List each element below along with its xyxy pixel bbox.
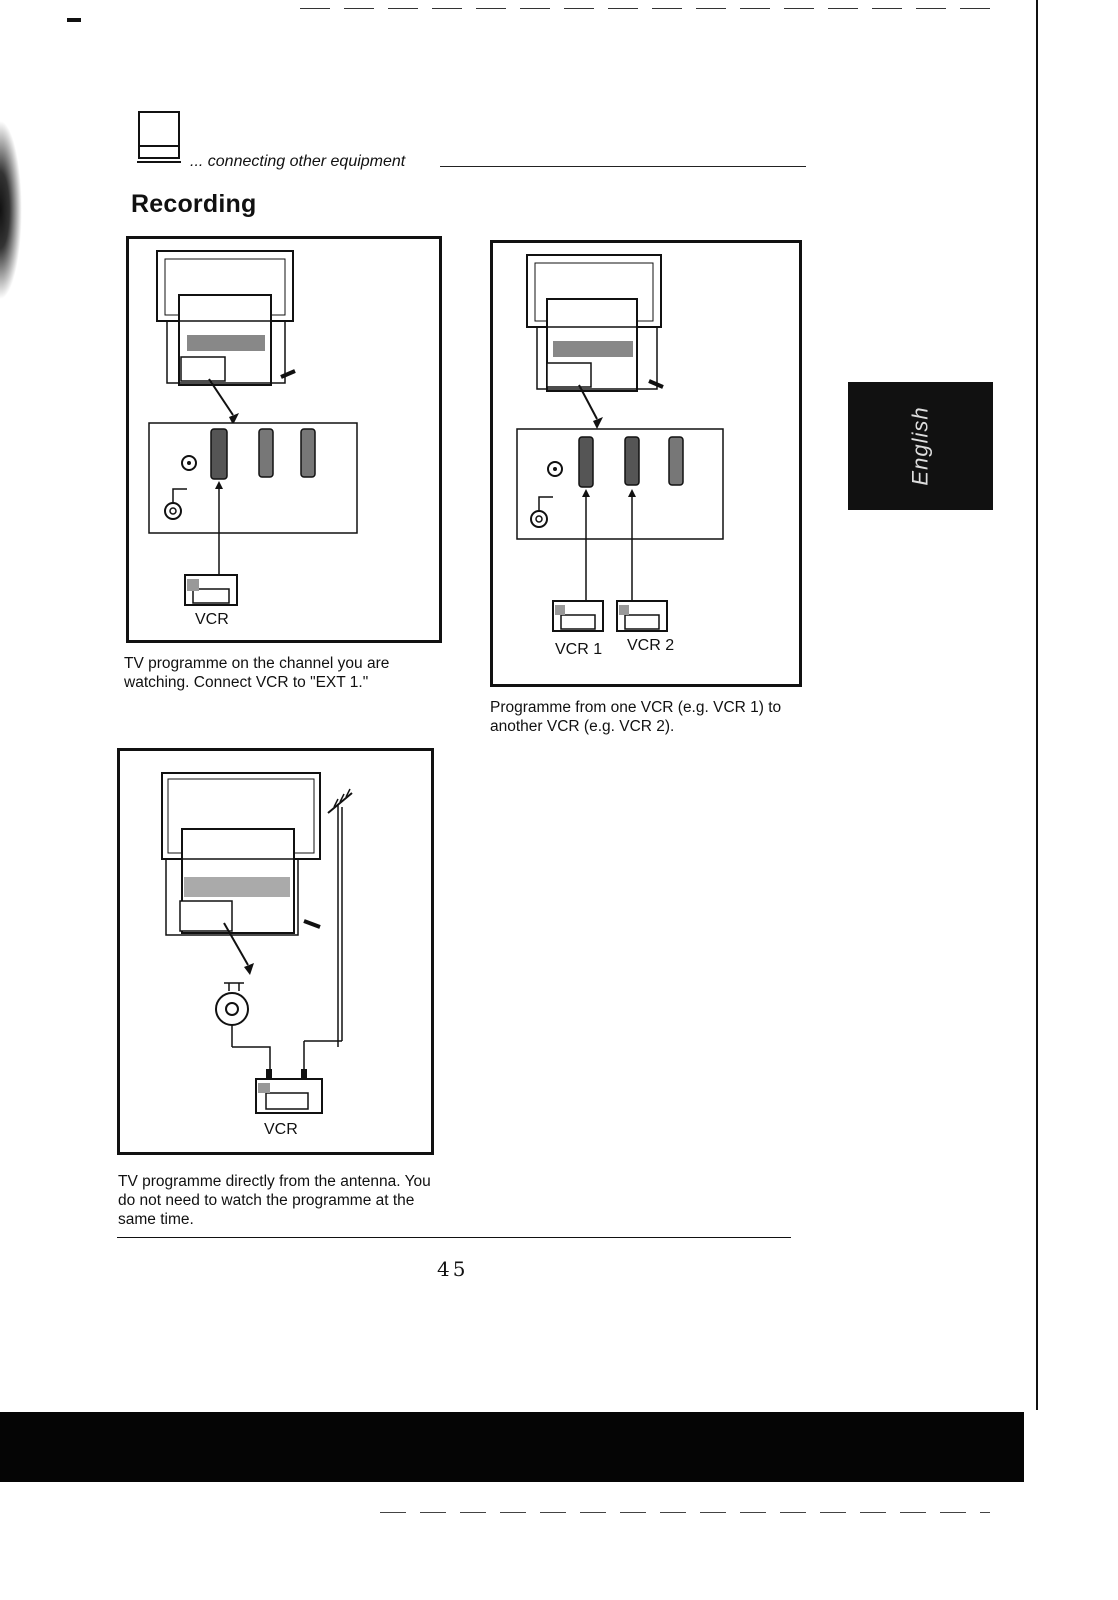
scan-mark-top	[67, 18, 81, 22]
vcr2-label: VCR 2	[627, 637, 675, 654]
scan-dash-bottom	[380, 1512, 990, 1513]
antenna-icon	[304, 788, 353, 1047]
footer-rule	[117, 1237, 791, 1238]
vcr-label: VCR	[195, 611, 229, 628]
diagram-ext1-art	[148, 250, 358, 606]
vcr1-label: VCR 1	[555, 641, 603, 658]
vcr-icon	[255, 1078, 323, 1114]
diagram-antenna-recording: VCR	[117, 748, 434, 1155]
language-tab-label: English	[907, 406, 933, 486]
diagram-vcr-to-vcr: VCR 1 VCR 2	[490, 240, 802, 687]
aerial-socket-icon	[215, 982, 271, 1071]
diagram-vcr-to-vcr-art	[516, 254, 724, 632]
scart-socket-icon	[210, 428, 316, 480]
vcr-icon	[616, 600, 668, 632]
tv-icon	[137, 110, 181, 164]
caption-vcr-to-vcr: Programme from one VCR (e.g. VCR 1) to a…	[490, 699, 782, 735]
diagram-antenna-art	[161, 772, 353, 1114]
scan-dash-top	[300, 8, 990, 9]
scan-smudge-left	[0, 120, 22, 300]
scan-edge-right	[1036, 0, 1038, 1410]
language-tab: English	[848, 382, 993, 510]
aerial-socket-icon	[530, 461, 563, 528]
page-title: Recording	[131, 190, 257, 218]
section-rule	[440, 166, 806, 167]
scart-socket-icon	[578, 436, 684, 488]
scan-bottom-band	[0, 1412, 1024, 1482]
page-number: 45	[437, 1257, 469, 1281]
aerial-socket-icon	[164, 455, 197, 520]
caption-antenna: TV programme directly from the antenna. …	[118, 1173, 431, 1228]
tv-rear-panel-icon	[156, 250, 296, 386]
diagram-ext1-connection: VCR	[126, 236, 442, 643]
vcr-label: VCR	[264, 1121, 298, 1138]
tv-rear-panel-icon	[526, 254, 664, 392]
caption-ext1: TV programme on the channel you are watc…	[124, 655, 390, 691]
vcr-icon	[184, 574, 238, 606]
tv-rear-panel-icon	[161, 772, 321, 936]
section-label: ... connecting other equipment	[190, 153, 406, 170]
vcr-icon	[552, 600, 604, 632]
